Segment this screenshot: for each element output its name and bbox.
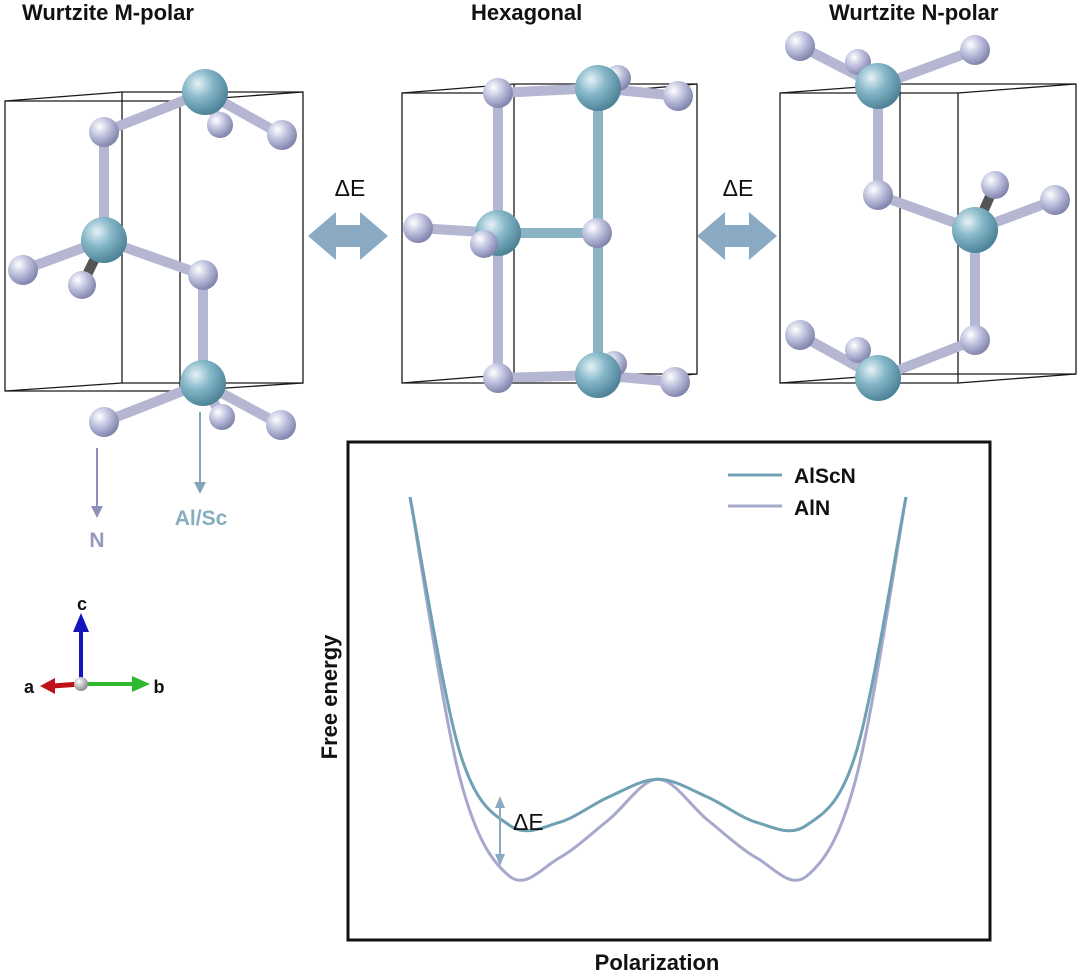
unit-cell-box	[779, 83, 1077, 384]
atom-pointers	[91, 412, 206, 518]
structure-hexagonal	[401, 65, 698, 398]
transition-arrow-left: ΔE	[308, 175, 388, 260]
delta-e-annotation: ΔE	[495, 796, 544, 866]
legend-label-alscn: AlScN	[794, 465, 856, 488]
energy-plot: AlScN AlN ΔE Free energy Polarization	[317, 440, 992, 973]
delta-e-label-right: ΔE	[723, 175, 754, 201]
legend: AlScN AlN	[728, 465, 856, 520]
legend-label-aln: AlN	[794, 497, 830, 520]
n-atom-label: N	[89, 529, 104, 552]
bonds	[417, 83, 679, 387]
axis-b-label: b	[154, 677, 165, 697]
title-hexagonal: Hexagonal	[471, 0, 583, 25]
transition-arrow-right: ΔE	[697, 175, 777, 260]
bonds	[21, 87, 285, 430]
title-wurtzite-m-polar: Wurtzite M-polar	[22, 0, 194, 25]
bonds	[797, 41, 1057, 383]
y-axis-label: Free energy	[317, 634, 342, 759]
x-axis-label: Polarization	[595, 950, 720, 973]
unit-cell-box	[4, 91, 304, 392]
atoms	[785, 31, 1070, 401]
structure-wurtzite-n-polar	[779, 31, 1077, 401]
atoms	[8, 69, 297, 440]
axis-a-label: a	[24, 677, 35, 697]
series-line-aln	[408, 496, 908, 882]
title-wurtzite-n-polar: Wurtzite N-polar	[829, 0, 999, 25]
delta-e-plot-label: ΔE	[513, 809, 544, 835]
axes-triad: c b a	[24, 594, 165, 697]
delta-e-label-left: ΔE	[335, 175, 366, 201]
series-line-alscn	[408, 496, 908, 833]
metal-atom-label: Al/Sc	[175, 507, 228, 530]
plot-frame	[346, 440, 992, 942]
axes-origin-ball	[74, 677, 88, 691]
atoms	[403, 65, 693, 398]
axis-c-label: c	[77, 594, 87, 614]
structure-wurtzite-m-polar: N Al/Sc	[4, 69, 304, 552]
